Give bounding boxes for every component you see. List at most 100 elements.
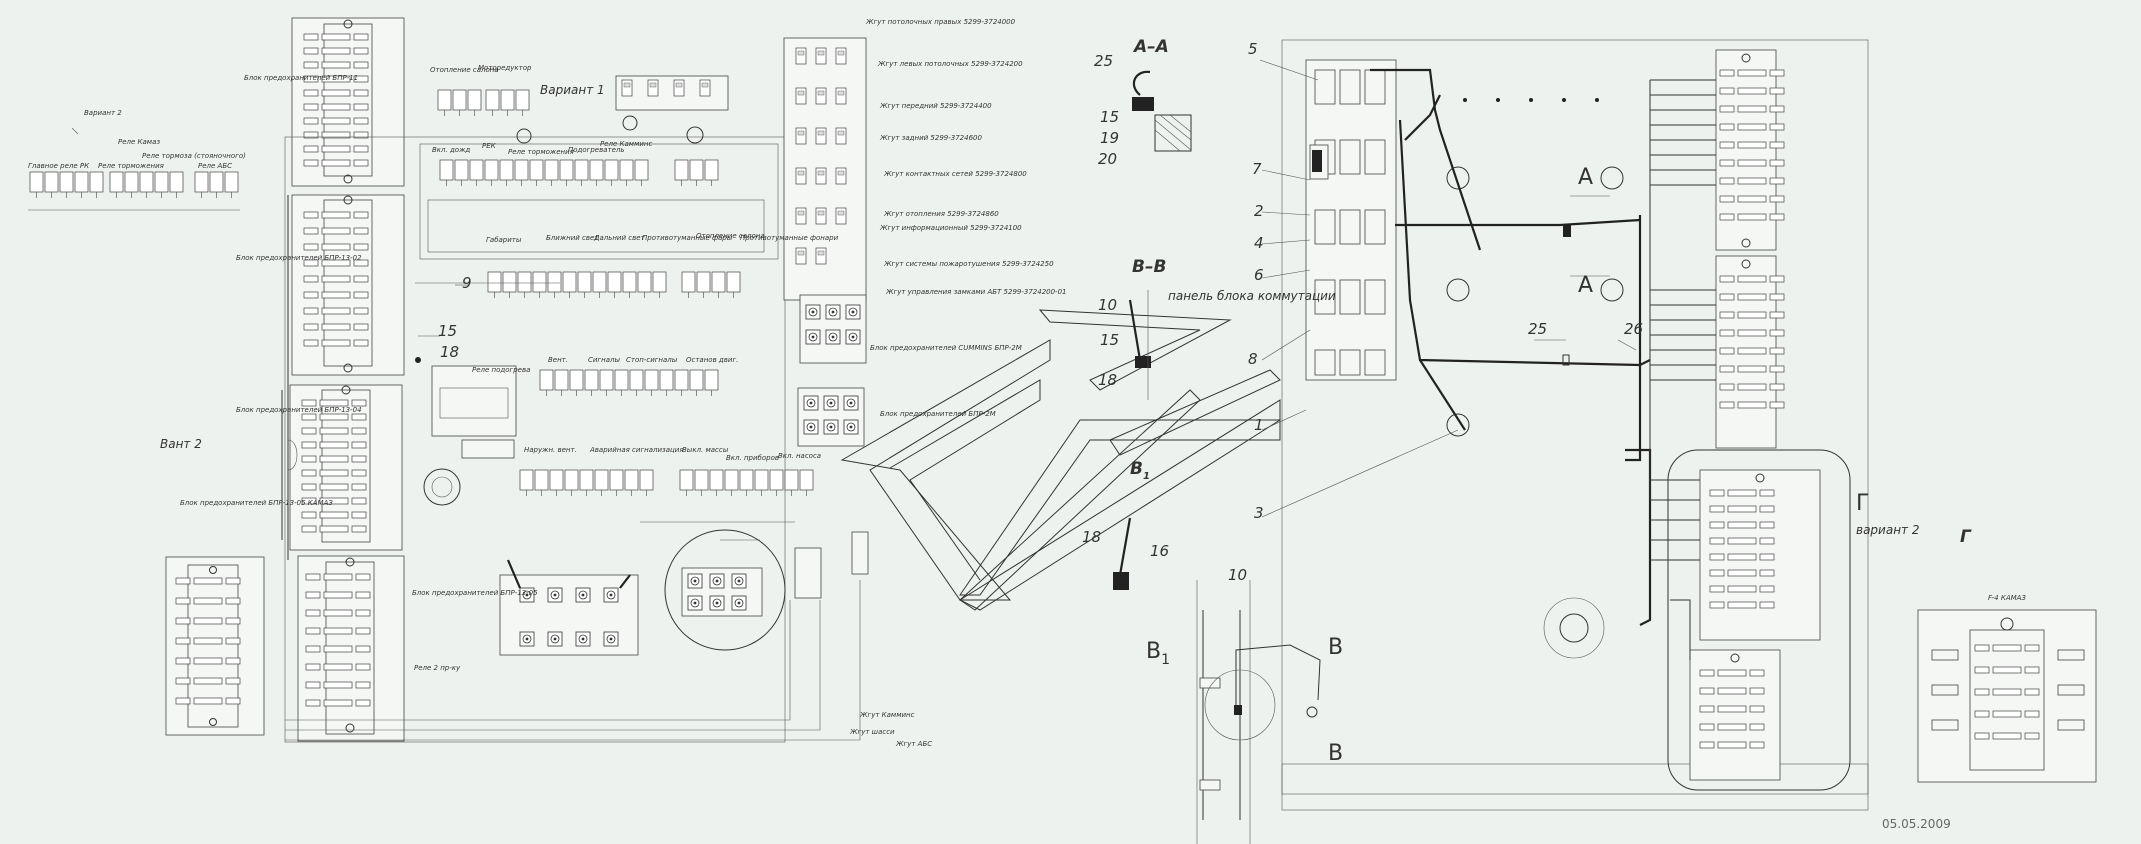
callout-1: 1 (1254, 416, 1264, 434)
fuse-block-bpp-13-05-kamaz (165, 556, 265, 736)
relay-r3c: Сигналы (588, 356, 620, 364)
label-f4: F-4 КАМАЗ (1988, 594, 2026, 602)
relay-r3b: Вент. (548, 356, 568, 364)
callout-8: 8 (1248, 350, 1258, 368)
callout-18: 18 (440, 343, 459, 361)
relay-r2b: Ближний свет (546, 234, 599, 242)
relay-main-rk: Главное реле РК (28, 162, 90, 170)
relay-brake: Реле торможения (98, 162, 164, 170)
section-a-bottom: А (1578, 273, 1593, 298)
section-b-b (1128, 290, 1151, 400)
callout-15c: 15 (1100, 331, 1119, 349)
callout-10: 10 (1098, 296, 1117, 314)
relay-r3a: Реле подогрева (472, 366, 530, 374)
relay-r4e: Вкл. насоса (778, 452, 821, 460)
section-b1-big: В1 (1146, 639, 1170, 668)
drawing-date: 05.05.2009 (1882, 817, 1951, 831)
relay-r2f: Противотуманные фонари (740, 234, 839, 242)
label-bpp1305: Блок предохранителей БПР-13-05 (412, 589, 538, 597)
label-bpp1302: Блок предохранителей БПР-13-02 (236, 254, 362, 262)
section-a-a (1132, 70, 1192, 152)
mounting-plates (840, 309, 1281, 611)
callout-26: 26 (1624, 320, 1643, 338)
harness-7: Жгут системы пожаротушения 5299-3724250 (883, 260, 1054, 268)
detail-g-fuse-block (1917, 609, 2097, 783)
relay-r3e: Останов двиг. (686, 356, 738, 364)
relay-row6: Подогреватель (568, 146, 625, 154)
variant-2-label-c: вариант 2 (1856, 523, 1919, 537)
label-bpp11: Блок предохранителей БПР-11 (244, 74, 358, 82)
relay-r2a: Габариты (486, 236, 522, 244)
callout-18b: 18 (1098, 371, 1117, 389)
relay-labels: Главное реле РК Реле Камаз Реле торможен… (28, 64, 839, 672)
harness-1: Жгут левых потолочных 5299-3724200 (877, 60, 1023, 68)
relay-small-note: Реле 2 пр-ку (414, 664, 461, 672)
relay-abs: Реле АБС (198, 162, 232, 170)
callout-15b: 15 (1100, 108, 1119, 126)
callout-25: 25 (1094, 52, 1113, 70)
fuse-block-labels: Блок предохранителей БПР-11 Блок предохр… (180, 74, 2026, 602)
wire-abs: Жгут АБС (895, 740, 932, 748)
callout-2: 2 (1254, 202, 1264, 220)
relay-row3: Вкл. дожд (432, 146, 470, 154)
left-fuse-column (281, 17, 461, 742)
label-bpp1305k: Блок предохранителей БПР-13-05 КАМАЗ (180, 499, 333, 507)
relay-r2c: Дальний свет (593, 234, 646, 242)
harness-6: Жгут информационный 5299-3724100 (879, 224, 1022, 232)
relay-row5: Реле торможения (508, 148, 574, 156)
relay-r2d: Противотуманные фары (642, 234, 733, 242)
section-g-title: Г (1960, 527, 1972, 547)
relay-row2: Моторедуктор (478, 64, 532, 72)
harness-3: Жгут задний 5299-3724600 (879, 134, 982, 142)
central-relay-panel (284, 75, 869, 743)
harness-connector-column (783, 37, 867, 447)
section-labels: А–А В–В В1 Г А А В В В1 Г (1130, 37, 1972, 766)
label-bpp1304: Блок предохранителей БПР-13-04 (236, 406, 362, 414)
relay-r2e: Отопление салона (696, 232, 765, 240)
relay-r3d: Стоп-сигналы (626, 356, 678, 364)
harness-5: Жгут отопления 5299-3724860 (883, 210, 999, 218)
bottom-wire-labels: Жгут Камминс Жгут шасси Жгут АБС (849, 711, 932, 748)
callout-20: 20 (1098, 150, 1117, 168)
callout-10b: 10 (1228, 566, 1247, 584)
variant2-relay-row (28, 127, 240, 211)
harness-8: Жгут управления замками АБТ 5299-3724200… (885, 288, 1067, 296)
label-bpp2m: Блок предохранителей БПР-2М (880, 410, 996, 418)
callout-15: 15 (438, 322, 457, 340)
relay-r4c: Выкл. массы (682, 446, 729, 454)
variant-2-label-b: Вант 2 (160, 437, 202, 451)
callout-18c: 18 (1082, 528, 1101, 546)
callout-numbers: 9 15 18 25 15 19 20 10 15 18 18 16 10 5 … (438, 40, 1643, 584)
panel-label-line1: панель блока коммутации (1168, 289, 1336, 303)
callout-16: 16 (1150, 542, 1169, 560)
section-g-label: Г (1856, 491, 1869, 516)
relay-r4b: Аварийная сигнализация (589, 446, 684, 454)
label-cummins: Блок предохранителей CUMMINS БПР-2М (870, 344, 1022, 352)
harness-0: Жгут потолочных правых 5299-3724000 (865, 18, 1016, 26)
relay-row4: РЕК (482, 142, 497, 150)
section-b-bottom: В (1328, 741, 1343, 766)
section-vv-title: В–В (1132, 257, 1166, 277)
harness-4: Жгут контактных сетей 5299-3724800 (883, 170, 1027, 178)
callout-9: 9 (462, 274, 472, 292)
callout-6: 6 (1254, 266, 1264, 284)
relay-r4d: Вкл. приборов (726, 454, 779, 462)
variant-2-label-a: Вариант 2 (84, 109, 122, 117)
variant-1-label: Вариант 1 (540, 83, 605, 97)
section-v1-title: В1 (1130, 459, 1150, 482)
callout-25b: 25 (1528, 320, 1547, 338)
leader-lines (418, 59, 1637, 518)
relay-r4a: Наружн. вент. (524, 446, 577, 454)
callout-19: 19 (1100, 129, 1119, 147)
harness-2: Жгут передний 5299-3724400 (879, 102, 992, 110)
harness-labels: Жгут потолочных правых 5299-3724000 Жгут… (865, 18, 1067, 296)
body-frame-panel (1281, 39, 1869, 811)
section-b1 (1113, 517, 1321, 844)
variant-labels: Вариант 2 Вант 2 Вариант 1 вариант 2 (84, 83, 1919, 537)
callout-7: 7 (1252, 160, 1262, 178)
wire-chassis: Жгут шасси (849, 728, 895, 736)
section-a-top: А (1578, 165, 1593, 190)
relay-brake2: Реле тормоза (стояночного) (142, 152, 246, 160)
wire-cummins: Жгут Камминс (859, 711, 915, 719)
